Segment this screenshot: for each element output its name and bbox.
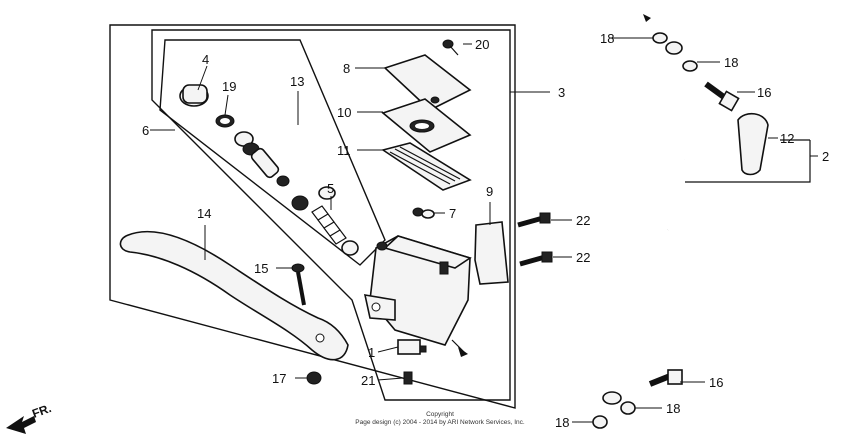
label-9: 9	[486, 184, 493, 199]
copyright-line-1: Copyright	[426, 411, 454, 418]
piston-parts	[179, 84, 359, 256]
screw-21	[403, 371, 413, 385]
bolt-7	[412, 207, 435, 219]
label-1: 1	[368, 345, 375, 360]
label-10: 10	[337, 105, 351, 120]
label-18-top-left: 18	[600, 31, 614, 46]
label-11: 11	[337, 143, 351, 158]
nut-17	[306, 371, 322, 385]
banjo-bolt-16-upper	[704, 81, 740, 112]
brake-lever	[119, 230, 349, 361]
leader-lines	[150, 37, 818, 423]
label-16-lower: 16	[709, 375, 723, 390]
spring	[311, 205, 347, 245]
label-18-top-right: 18	[724, 55, 738, 70]
front-direction-indicator: FR.	[6, 401, 53, 434]
pivot-bolt-15	[291, 263, 306, 306]
label-6: 6	[142, 123, 149, 138]
label-20: 20	[475, 37, 489, 52]
label-19: 19	[222, 79, 236, 94]
bolt-22-lower	[519, 251, 553, 267]
assembly-frame	[109, 24, 516, 409]
label-5: 5	[327, 181, 334, 196]
bolt-22-upper	[517, 212, 551, 228]
piston-kit-frame	[151, 29, 511, 401]
label-13: 13	[290, 74, 304, 89]
hose-joint-cap-12	[737, 112, 769, 176]
arrow-body	[458, 347, 468, 357]
piston-subkit-frame	[159, 39, 386, 266]
label-4: 4	[202, 52, 209, 67]
label-8: 8	[343, 61, 350, 76]
label-15: 15	[254, 261, 268, 276]
reservoir-plate	[381, 98, 472, 153]
part-labels: 1 2 3 4 5 6 7 8 9 10 11 12 13 14 15 16 1…	[142, 31, 829, 430]
label-18-bottom-right: 18	[666, 401, 680, 416]
label-22-upper: 22	[576, 213, 590, 228]
copyright-line-2: Page design (c) 2004 - 2014 by ARI Netwo…	[355, 419, 525, 426]
washers-18	[592, 32, 698, 429]
label-16-upper: 16	[757, 85, 771, 100]
label-2: 2	[822, 149, 829, 164]
label-12: 12	[780, 131, 794, 146]
front-label: FR.	[30, 401, 53, 421]
reservoir-cover	[383, 54, 472, 111]
clamp-holder	[474, 221, 509, 285]
front-arrow-icon	[6, 416, 36, 434]
brake-hose	[602, 41, 688, 405]
arrow-top	[643, 14, 651, 22]
diaphragm	[381, 142, 472, 191]
master-cylinder-body	[363, 235, 472, 346]
label-22-lower: 22	[576, 250, 590, 265]
brake-switch	[397, 339, 427, 355]
label-14: 14	[197, 206, 211, 221]
label-7: 7	[449, 206, 456, 221]
banjo-bolt-16-lower	[648, 369, 683, 387]
bracket-2	[685, 140, 811, 183]
label-3: 3	[558, 85, 565, 100]
label-21: 21	[361, 373, 375, 388]
label-17: 17	[272, 371, 286, 386]
screw-20	[442, 39, 459, 56]
label-18-bottom-left: 18	[555, 415, 569, 430]
copyright-notice: Copyright Page design (c) 2004 - 2014 by…	[320, 411, 560, 427]
